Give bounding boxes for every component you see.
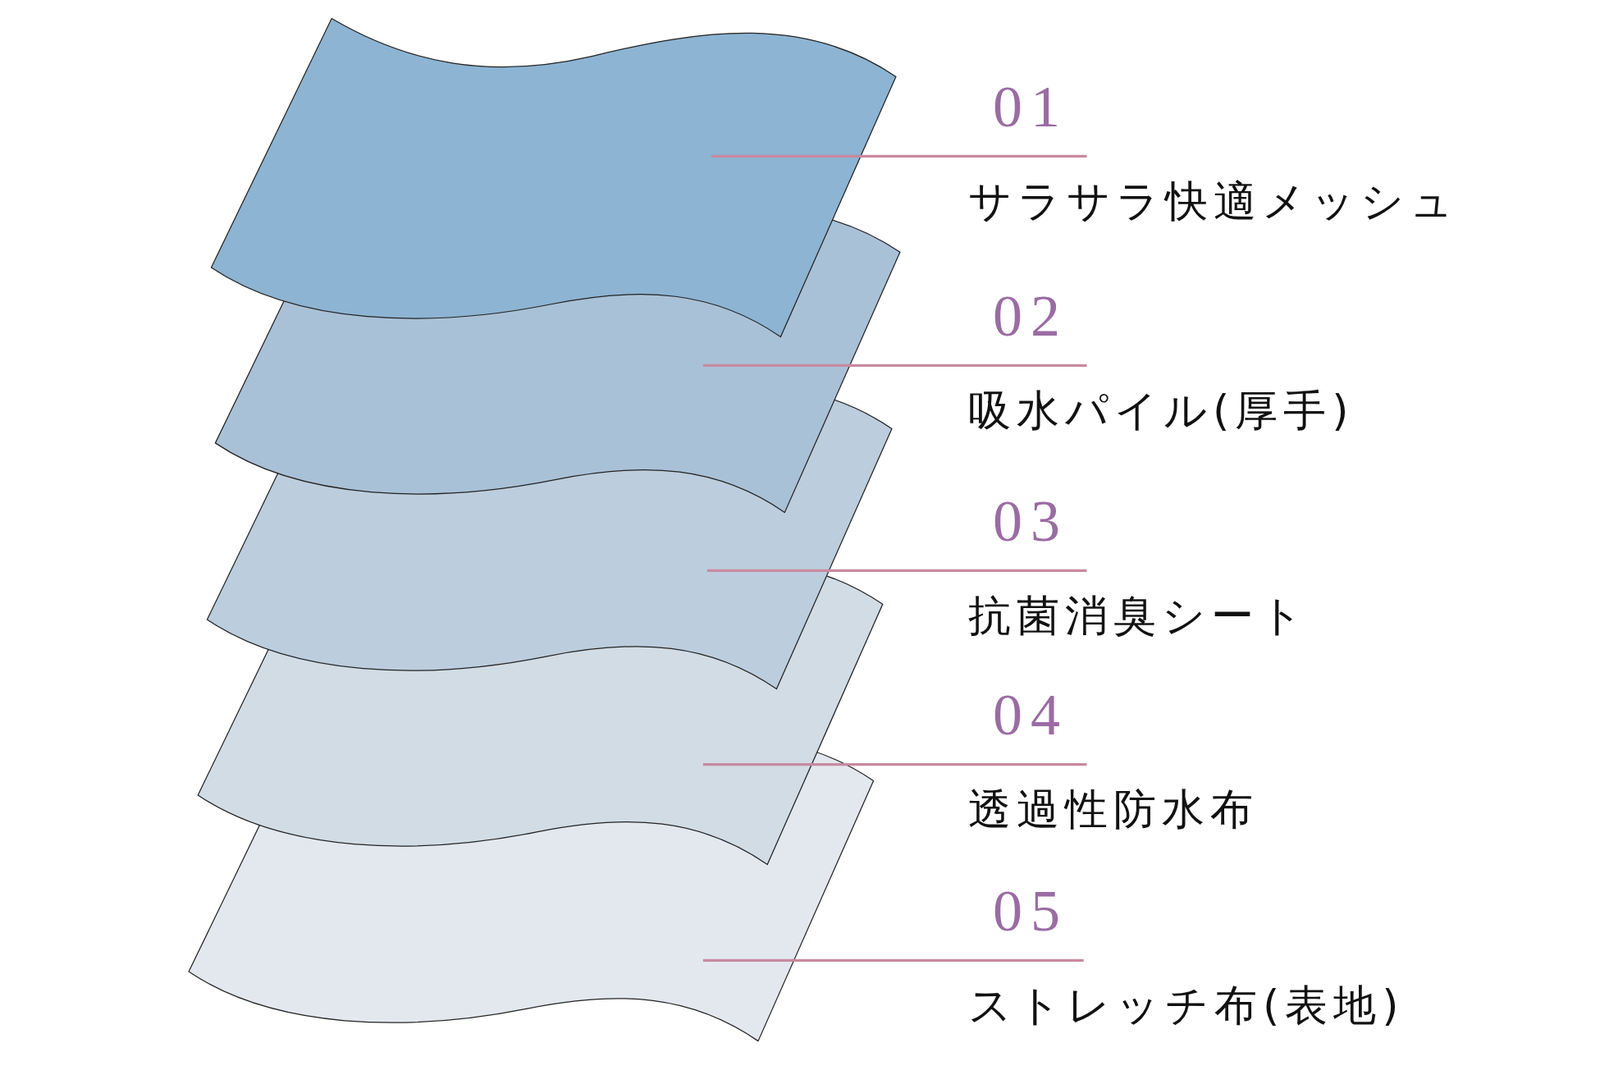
- leader-line: [703, 959, 1084, 962]
- layer-label: サラサラ快適メッシュ: [968, 175, 1459, 227]
- layer-label: 吸水パイル(厚手): [968, 384, 1355, 436]
- callout-number: 05: [992, 881, 1069, 941]
- layer-label: ストレッチ布(表地): [968, 979, 1405, 1031]
- layer-label: 透過性防水布: [968, 783, 1259, 835]
- callout-number: 03: [992, 491, 1069, 551]
- leader-line: [703, 763, 1088, 766]
- leader-line: [703, 364, 1088, 367]
- callout-number: 02: [992, 286, 1069, 346]
- fabric-layer: [210, 18, 896, 338]
- callout-number: 01: [992, 77, 1069, 137]
- layer-label: 抗菌消臭シート: [968, 589, 1309, 641]
- leader-line: [707, 569, 1088, 572]
- callout-number: 04: [992, 685, 1069, 745]
- leader-line: [711, 155, 1088, 158]
